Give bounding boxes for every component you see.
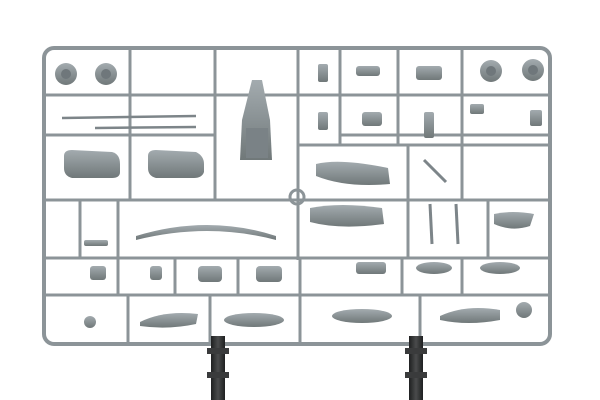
small-pin-part [84,316,96,328]
sprue-gate-circle [288,188,306,206]
sprue-runners [46,50,548,344]
bomb-part-2 [480,262,520,274]
cockpit-tub-part [240,80,272,160]
drop-tank-part-left [224,313,284,327]
detail-parts-row [84,240,386,282]
curved-panel-part [494,212,534,229]
drop-tank-half-part [310,205,384,227]
bomb-part-1 [416,262,452,274]
wheel-part-left-2 [95,63,117,85]
display-stand-right [405,336,427,400]
wheel-part-left-1 [55,63,77,85]
cowling-part-left [64,150,120,178]
wing-fillet-part [316,161,390,185]
sprue-frame [42,46,552,346]
small-parts-upper-right [318,64,542,138]
wheel-part-right-2 [522,59,544,81]
display-stand-left [207,336,229,400]
tailplane-part-right [440,308,500,323]
tailplane-part-left [140,313,198,328]
rod-parts-top [61,114,197,130]
spar-part [136,225,276,240]
cowling-part-right [148,150,204,178]
wheel-part-right-1 [480,60,502,82]
drop-tank-part-right [332,309,392,323]
propeller-hub-part [516,302,532,318]
gear-parts [422,158,460,245]
